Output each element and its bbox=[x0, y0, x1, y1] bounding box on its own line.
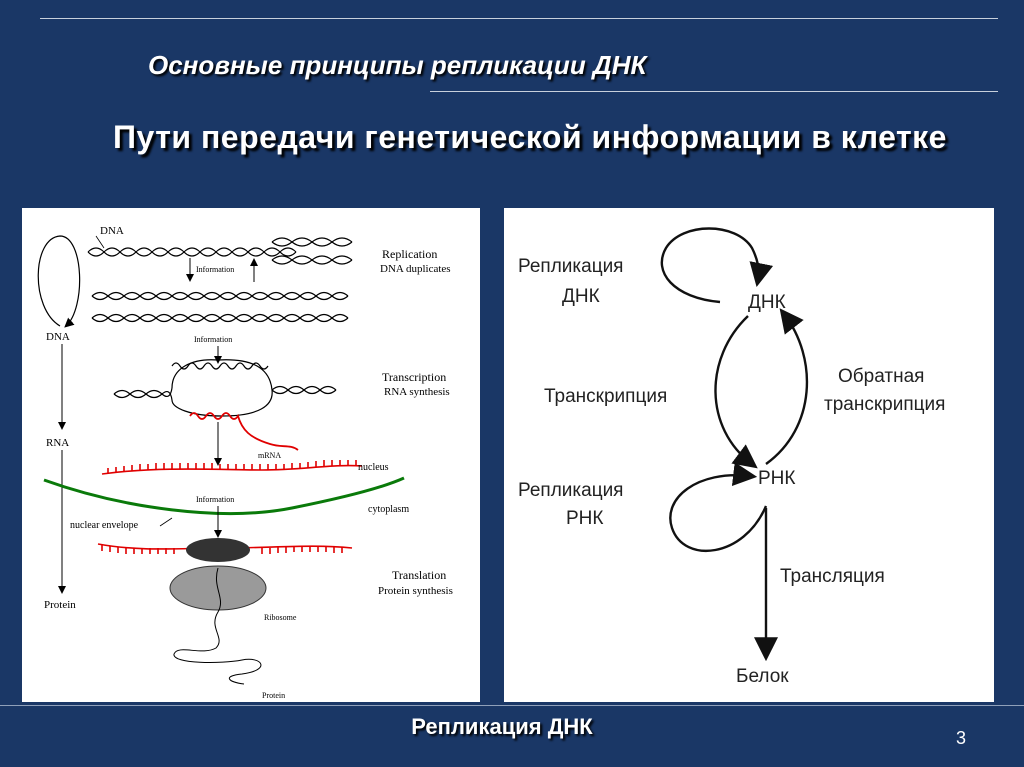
transcription-subtitle: RNA synthesis bbox=[384, 386, 450, 398]
axis-protein-label: Protein bbox=[44, 599, 76, 611]
transcription-arrow bbox=[714, 315, 758, 469]
footer-title: Репликация ДНК bbox=[411, 714, 593, 739]
daughter-dna-helices bbox=[91, 291, 349, 323]
nucleus-label: nucleus bbox=[358, 462, 389, 473]
translation-subtitle: Protein synthesis bbox=[378, 585, 453, 597]
polypeptide-chain bbox=[173, 567, 262, 685]
slide-title: Пути передачи генетической информации в … bbox=[113, 119, 947, 155]
protein-node: Белок bbox=[736, 666, 789, 687]
reverse-transcription-label-1: Обратная bbox=[838, 366, 924, 387]
parent-dna-helix bbox=[87, 237, 353, 265]
rna-replication-label-1: Репликация bbox=[518, 480, 623, 501]
transcription-label: Транскрипция bbox=[544, 386, 667, 407]
top-rule bbox=[40, 18, 998, 19]
slide-heading: Основные принципы репликации ДНК bbox=[148, 50, 647, 80]
dna-replication-label-1: Репликация bbox=[518, 256, 623, 277]
rna-replication-label-2: РНК bbox=[566, 508, 603, 529]
top-dna-label: DNA bbox=[100, 225, 124, 237]
footer-rule bbox=[0, 705, 1024, 706]
transcription-title: Transcription bbox=[382, 370, 446, 384]
rna-node: РНК bbox=[758, 468, 795, 489]
nuclear-envelope-label: nuclear envelope bbox=[70, 520, 139, 531]
mrna-strand bbox=[189, 412, 299, 451]
mrna-in-nucleus bbox=[101, 460, 363, 475]
heading-rule bbox=[430, 91, 998, 92]
central-dogma-illustration: DNA RNA Protein DNA Information Replicat… bbox=[22, 208, 480, 702]
information-label-3: Information bbox=[196, 495, 234, 504]
translation-label: Трансляция bbox=[780, 566, 885, 587]
axis-dna-label: DNA bbox=[46, 331, 70, 343]
rna-replication-loop bbox=[669, 462, 768, 552]
dna-node: ДНК bbox=[748, 292, 786, 313]
ribosome-small-subunit bbox=[186, 538, 250, 562]
reverse-transcription-label-2: транскрипция bbox=[824, 394, 945, 415]
ribosome-label: Ribosome bbox=[264, 613, 297, 622]
replication-title: Replication bbox=[382, 247, 437, 261]
replication-subtitle: DNA duplicates bbox=[380, 263, 451, 275]
reverse-transcription-arrow bbox=[765, 308, 809, 465]
transcription-bubble bbox=[113, 359, 337, 417]
information-flow-diagram: Репликация ДНК ДНК Транскрипция Обратная… bbox=[504, 208, 994, 702]
information-label-1: Information bbox=[196, 265, 234, 274]
information-label-2: Information bbox=[194, 335, 232, 344]
dna-replication-label-2: ДНК bbox=[562, 286, 600, 307]
page-number: 3 bbox=[955, 728, 966, 748]
protein-chain-label: Protein bbox=[262, 691, 285, 700]
nuclear-envelope bbox=[43, 476, 405, 515]
dna-replication-loop bbox=[660, 227, 774, 304]
cytoplasm-label: cytoplasm bbox=[368, 504, 409, 515]
replication-loop bbox=[37, 235, 81, 328]
mrna-label: mRNA bbox=[258, 451, 281, 460]
axis-rna-label: RNA bbox=[46, 437, 69, 449]
translation-title: Translation bbox=[392, 568, 446, 582]
